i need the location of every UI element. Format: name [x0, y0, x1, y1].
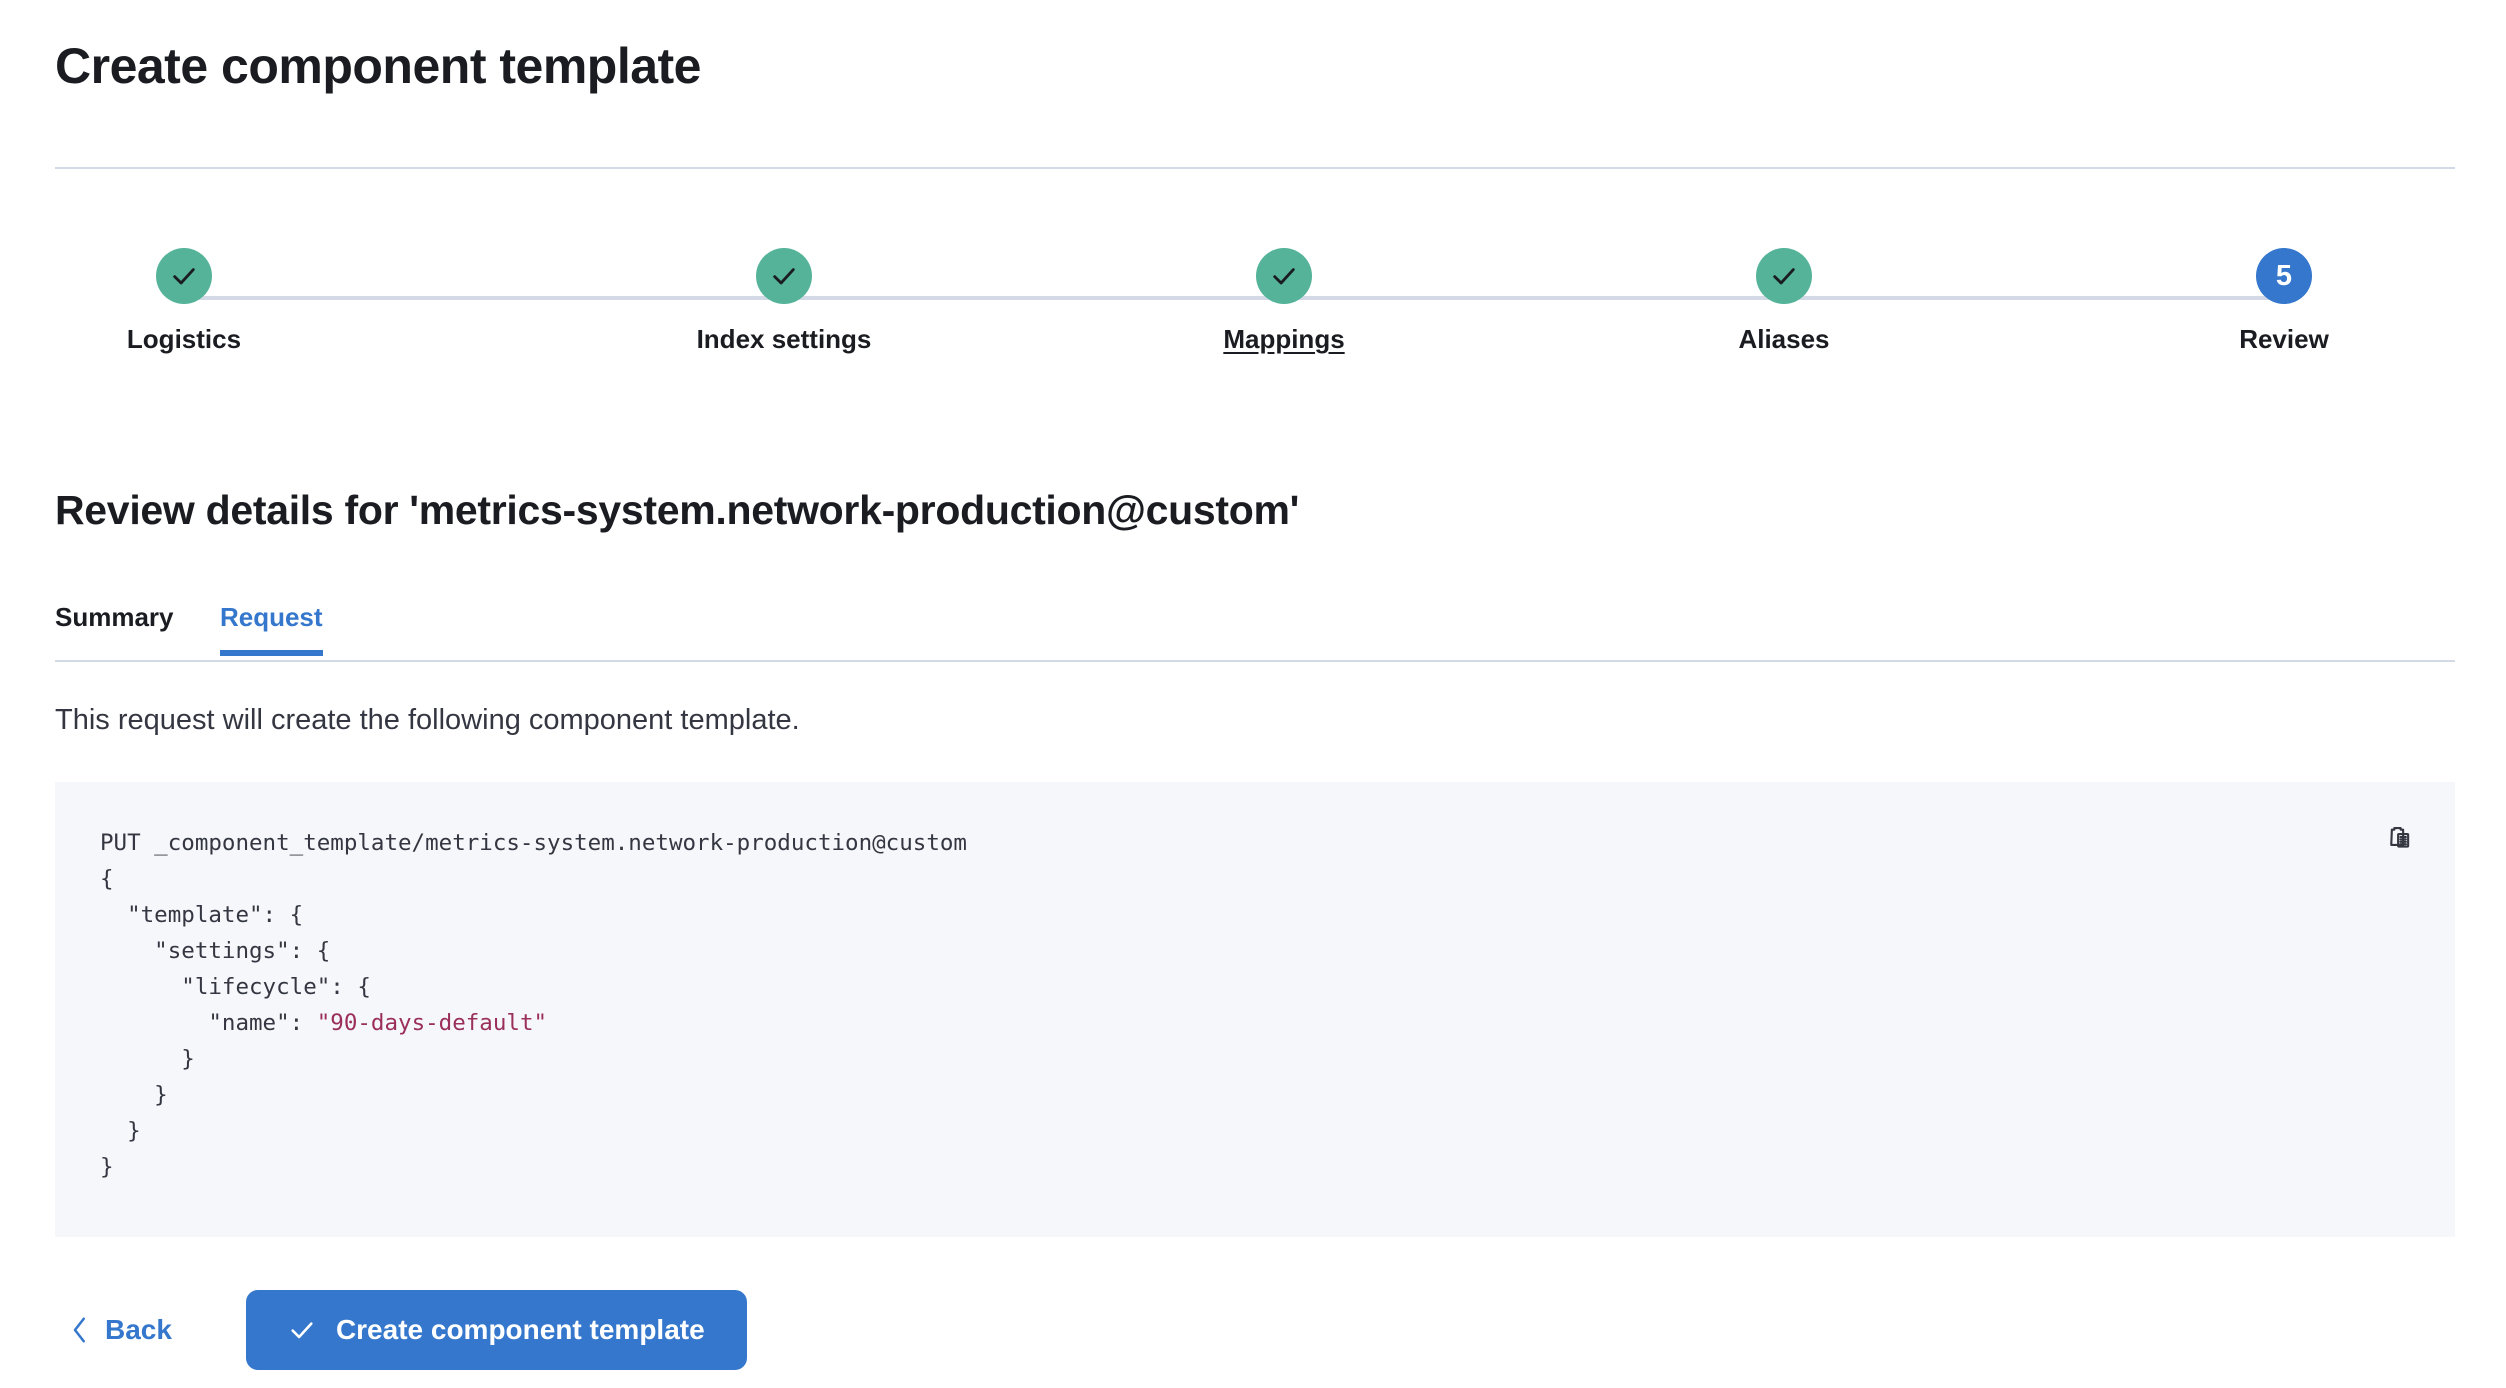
- code-line: "lifecycle": {: [100, 974, 371, 1000]
- step-index-settings[interactable]: Index settings: [634, 248, 934, 356]
- footer-actions: Back Create component template: [55, 1290, 747, 1370]
- tab-summary[interactable]: Summary: [55, 600, 174, 654]
- step-label-review[interactable]: Review: [2239, 324, 2329, 354]
- copy-clipboard-icon: [2385, 824, 2415, 854]
- step-aliases[interactable]: Aliases: [1634, 248, 1934, 356]
- review-details-heading: Review details for 'metrics-system.netwo…: [55, 487, 1300, 533]
- back-button[interactable]: Back: [55, 1300, 194, 1360]
- code-line: "template": {: [100, 902, 304, 928]
- step-status-complete-icon: [1256, 248, 1312, 304]
- request-description: This request will create the following c…: [55, 704, 800, 736]
- step-status-complete-icon: [1756, 248, 1812, 304]
- code-line: }: [100, 1118, 141, 1144]
- back-button-label: Back: [105, 1314, 172, 1345]
- step-connector-3: [1084, 296, 1684, 300]
- code-line: PUT _component_template/metrics-system.n…: [100, 830, 967, 856]
- step-label-logistics[interactable]: Logistics: [126, 324, 242, 354]
- create-component-template-button[interactable]: Create component template: [245, 1290, 747, 1370]
- code-line: }: [100, 1154, 114, 1180]
- step-label-index-settings[interactable]: Index settings: [696, 324, 872, 354]
- code-line: }: [100, 1046, 195, 1072]
- request-code-panel: PUT _component_template/metrics-system.n…: [55, 782, 2455, 1237]
- step-mappings[interactable]: Mappings: [1134, 248, 1434, 356]
- step-label-mappings[interactable]: Mappings: [1223, 324, 1345, 354]
- request-code-block: PUT _component_template/metrics-system.n…: [100, 825, 967, 1185]
- title-divider: [55, 167, 2455, 169]
- step-review[interactable]: 5 Review: [2134, 248, 2434, 356]
- create-button-label: Create component template: [335, 1314, 705, 1345]
- step-logistics[interactable]: Logistics: [34, 248, 334, 356]
- step-indicator: Logistics Index settings Mappings Aliase…: [55, 248, 2455, 388]
- check-icon: [288, 1316, 316, 1344]
- chevron-left-icon: [69, 1315, 91, 1345]
- review-tabs: Summary Request: [55, 600, 2455, 662]
- page-title: Create component template: [55, 38, 701, 94]
- tab-request[interactable]: Request: [219, 600, 323, 656]
- copy-to-clipboard-button[interactable]: [2373, 812, 2427, 866]
- code-line: "name":: [100, 1010, 317, 1036]
- step-label-aliases[interactable]: Aliases: [1738, 324, 1830, 354]
- code-line: {: [100, 866, 114, 892]
- step-connector-1: [184, 296, 484, 300]
- step-connector-4: [1684, 296, 2284, 300]
- step-status-complete-icon: [156, 248, 212, 304]
- code-string-value: "90-days-default": [316, 1010, 548, 1036]
- code-line: }: [100, 1082, 168, 1108]
- code-line: "settings": {: [100, 938, 331, 964]
- step-status-complete-icon: [756, 248, 812, 304]
- step-number-badge: 5: [2256, 248, 2312, 304]
